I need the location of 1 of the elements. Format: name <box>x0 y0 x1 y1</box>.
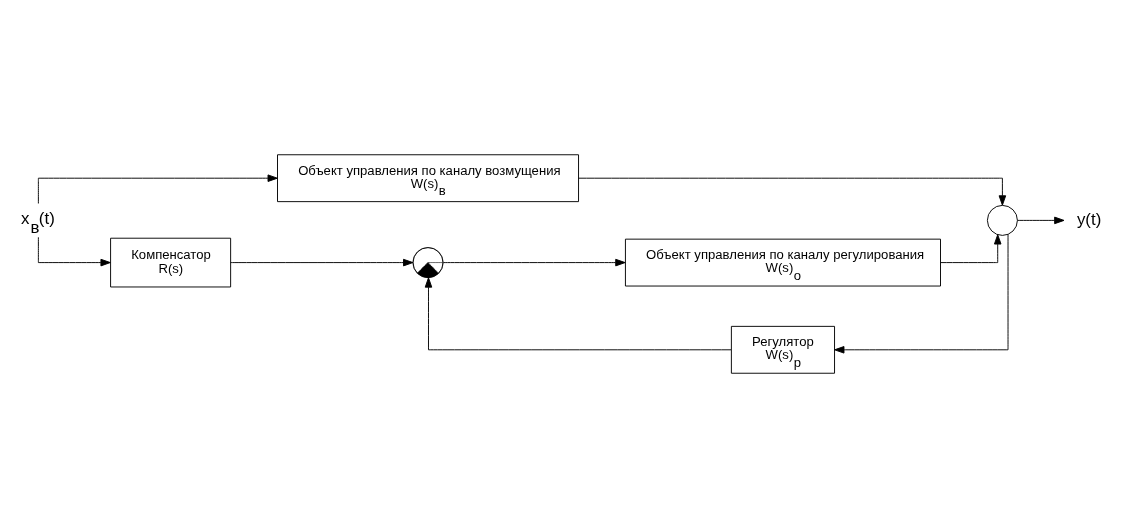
node-text: y(t) <box>1076 209 1102 229</box>
